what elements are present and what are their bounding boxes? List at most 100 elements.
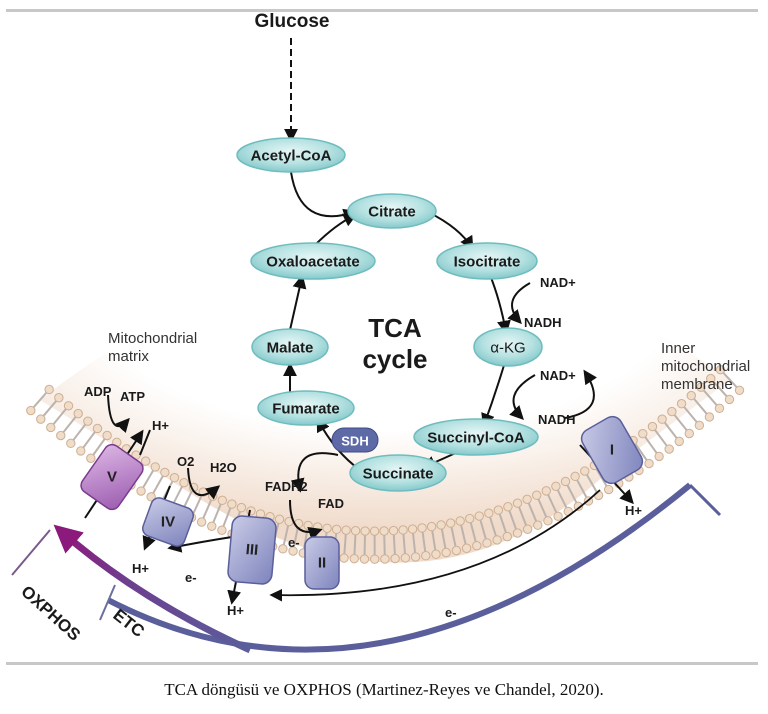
node-isocitrate: Isocitrate xyxy=(436,242,538,280)
lipid-tail xyxy=(353,534,357,555)
lipid-head xyxy=(360,526,370,536)
electron-label-c4: e- xyxy=(185,570,197,585)
node-oxaloacetate: Oxaloacetate xyxy=(250,242,376,280)
etc-label: ETC xyxy=(110,605,148,641)
lipid-head xyxy=(136,486,146,496)
matrix-label-line1: Mitochondrial xyxy=(108,330,197,347)
complex-v: V xyxy=(80,443,144,511)
lipid-head xyxy=(436,520,446,530)
lipid-head xyxy=(196,517,207,527)
lipid-head xyxy=(359,554,370,564)
lipid-tail xyxy=(537,498,548,518)
complex-i: I xyxy=(580,415,644,485)
lipid-head xyxy=(217,495,228,506)
lipid-tail xyxy=(282,525,290,546)
lipid-tail xyxy=(412,532,417,554)
lipid-tail xyxy=(62,416,77,434)
bottom-rule xyxy=(6,662,758,665)
nadh-label-1: NADH xyxy=(524,315,562,330)
lipid-head xyxy=(664,444,674,454)
succinate-label: Succinate xyxy=(363,466,434,483)
lipid-head xyxy=(657,414,667,424)
lipid-head xyxy=(73,408,83,419)
lipid-head xyxy=(474,511,484,521)
lipid-head xyxy=(455,516,465,526)
lipid-head xyxy=(553,511,563,521)
nad-plus-label-2: NAD+ xyxy=(540,368,576,383)
akg-label: α-KG xyxy=(490,340,525,357)
lipid-head xyxy=(246,506,256,516)
complex-ii-label: II xyxy=(318,555,326,572)
complex-iii-label: III xyxy=(245,541,259,559)
lipid-head xyxy=(667,406,677,417)
lipid-head xyxy=(512,498,523,508)
lipid-head xyxy=(54,393,64,403)
lipid-tail xyxy=(518,506,528,526)
lipid-head xyxy=(92,423,103,434)
lipid-head xyxy=(322,523,332,533)
lipid-head xyxy=(531,490,542,500)
lipid-tail xyxy=(469,522,477,543)
lipid-head xyxy=(694,420,705,431)
lipid-head xyxy=(522,494,532,505)
lipid-tail xyxy=(498,513,507,534)
lipid-tail xyxy=(92,438,106,456)
proton-label-c1: H+ xyxy=(625,503,642,518)
lipid-head xyxy=(603,484,614,495)
lipid-head xyxy=(369,554,380,564)
lipid-head xyxy=(379,526,389,536)
lipid-head xyxy=(654,451,664,462)
lipid-head xyxy=(674,436,684,447)
lipid-head xyxy=(274,514,285,524)
lipid-tail xyxy=(634,443,648,461)
lipid-tail xyxy=(702,389,718,406)
lipid-head xyxy=(83,416,93,426)
lipid-tail xyxy=(142,469,155,489)
sdh-enzyme: SDH xyxy=(331,427,379,453)
o2-label: O2 xyxy=(177,454,194,469)
node-succinyl-coa: Succinyl-CoA xyxy=(413,418,539,456)
lipid-head xyxy=(551,481,561,491)
nad-plus-label-1: NAD+ xyxy=(540,275,576,290)
lipid-head xyxy=(704,412,715,422)
proton-label-c5: H+ xyxy=(152,418,169,433)
lipid-head xyxy=(217,525,227,535)
lipid-head xyxy=(580,466,590,476)
proton-label-c3: H+ xyxy=(227,603,244,618)
cycle-title: cycle xyxy=(362,344,427,374)
lipid-head xyxy=(421,551,431,561)
membrane-label-line3: membrane xyxy=(661,376,733,393)
lipid-head xyxy=(350,526,361,536)
lipid-tail xyxy=(527,502,538,522)
lipid-tail xyxy=(576,479,588,498)
lipid-head xyxy=(56,430,66,441)
complex-ii: II xyxy=(304,536,340,590)
complex-iii: III xyxy=(227,515,277,585)
lipid-head xyxy=(533,520,543,530)
lipid-tail xyxy=(72,423,87,441)
lipid-head xyxy=(331,524,342,535)
lipid-tail xyxy=(693,398,708,415)
lipid-head xyxy=(445,518,456,528)
lipid-head xyxy=(407,524,418,534)
lipid-head xyxy=(560,476,571,487)
lipid-tail xyxy=(683,406,698,423)
tca-title: TCA xyxy=(368,313,422,343)
lipid-tail xyxy=(421,531,427,552)
proton-label-c4: H+ xyxy=(132,561,149,576)
lipid-head xyxy=(86,453,96,463)
lipid-head xyxy=(339,553,349,563)
lipid-head xyxy=(390,553,400,564)
lipid-tail xyxy=(32,391,48,409)
lipid-head xyxy=(150,462,160,472)
sdh-label: SDH xyxy=(341,434,368,449)
lipid-head xyxy=(417,523,427,533)
malate-label: Malate xyxy=(267,340,314,357)
lipid-tail xyxy=(82,431,96,449)
node-acetyl-coa: Acetyl-CoA xyxy=(236,137,346,173)
electron-flow-arc xyxy=(269,489,601,602)
figure-caption: TCA döngüsü ve OXPHOS (Martinez-Reyes ve… xyxy=(164,680,604,699)
fumarate-label: Fumarate xyxy=(272,401,340,418)
lipid-head xyxy=(169,473,180,483)
node-malate: Malate xyxy=(251,328,329,366)
